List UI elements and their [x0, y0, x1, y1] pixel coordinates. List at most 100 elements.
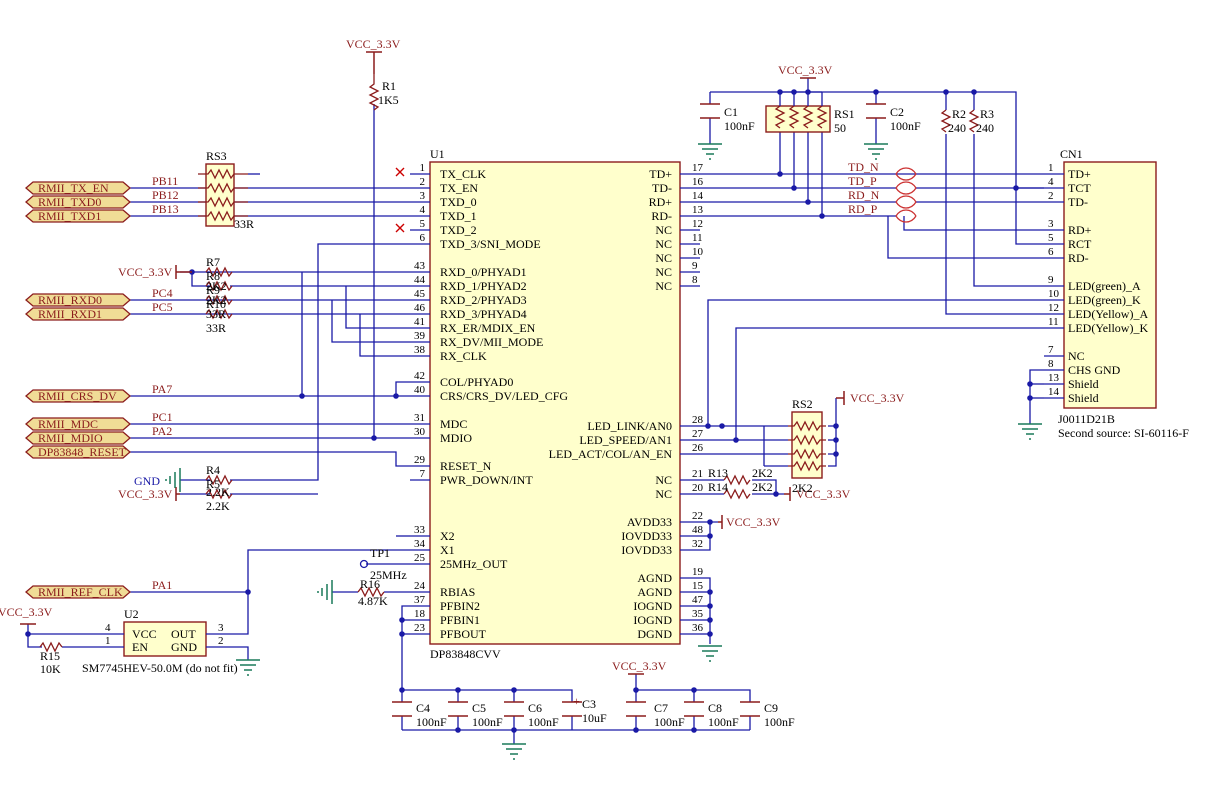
u1-pin-name: COL/PHYAD0 — [440, 375, 513, 389]
tp1-test-point: TP1 25MHz — [359, 546, 407, 582]
u1-pin-name: PFBOUT — [440, 627, 487, 641]
net-labels: PB11 PB12 PB13 PC4 PC5 PA7 PC1 PA2 PA1 T… — [152, 160, 880, 592]
u1-pin-number: 39 — [414, 330, 426, 342]
u2-pin-num: 4 — [105, 622, 111, 634]
u1-pin-number: 21 — [692, 468, 703, 480]
cn1-pin-number: 6 — [1048, 246, 1054, 258]
cn1-body — [1063, 161, 1157, 409]
c7-ref: C7 — [654, 701, 668, 715]
net-label: PB13 — [152, 202, 179, 216]
net-ports: RMII_TX_ENRMII_TXD0RMII_TXD1RMII_RXD0RMI… — [25, 181, 131, 599]
c7-value: 100nF — [654, 715, 685, 729]
u1-pin-name: LED_LINK/AN0 — [587, 419, 672, 433]
cn1-pin-name: RD- — [1068, 251, 1089, 265]
r14-ref: R14 — [708, 480, 728, 494]
rs2-ref: RS2 — [792, 397, 813, 411]
u1-pin-number: 19 — [692, 566, 704, 578]
vcc-label: VCC_3.3V — [612, 659, 667, 673]
cn1-pin-name: LED(green)_A — [1068, 279, 1141, 293]
net-label: PA2 — [152, 424, 172, 438]
r15-value: 10K — [40, 662, 61, 676]
net-label: PB11 — [152, 174, 178, 188]
cn1-pin-name: LED(Yellow)_A — [1068, 307, 1148, 321]
u2-part: SM7745HEV-50.0M (do not fit) — [82, 661, 238, 675]
port-label: RMII_RXD0 — [38, 293, 102, 307]
c9-value: 100nF — [764, 715, 795, 729]
u1-right-pins: 17TD+16TD-14RD+13RD-12NC11NC10NC9NC8NC28… — [549, 162, 704, 641]
u1-pin-number: 17 — [692, 162, 704, 174]
r15-ref: R15 — [40, 649, 60, 663]
c1-ref: C1 — [724, 105, 738, 119]
u2-oscillator: U2 SM7745HEV-50.0M (do not fit) 4 VCC 1 … — [82, 607, 238, 675]
port-label: RMII_MDC — [38, 417, 98, 431]
port-label: RMII_TXD0 — [38, 195, 101, 209]
u1-pin-name: RXD_0/PHYAD1 — [440, 265, 527, 279]
u1-pin-number: 18 — [414, 608, 426, 620]
cn1-ref: CN1 — [1060, 147, 1083, 161]
u2-pin-num: 3 — [218, 622, 224, 634]
u1-pin-number: 8 — [692, 274, 698, 286]
r10-value: 33R — [206, 321, 226, 335]
u1-pin-number: 12 — [692, 218, 703, 230]
u1-pin-name: RESET_N — [440, 459, 492, 473]
port-rmii-rxd1: RMII_RXD1 — [25, 307, 131, 321]
port-label: RMII_REF_CLK — [38, 585, 123, 599]
u1-pin-name: LED_ACT/COL/AN_EN — [549, 447, 673, 461]
u1-pin-number: 27 — [692, 428, 704, 440]
vcc-label: VCC_3.3V — [726, 515, 781, 529]
u1-pin-number: 3 — [420, 190, 426, 202]
u1-pin-number: 31 — [414, 412, 425, 424]
cn1-pin-number: 8 — [1048, 358, 1054, 370]
part-labels: R1 1K5 R2 240 R3 240 R4 2.2K R5 2.2K R7 … — [40, 79, 994, 729]
wires — [27, 78, 1044, 744]
net-label: PC1 — [152, 410, 173, 424]
port-rmii-txd0: RMII_TXD0 — [25, 195, 131, 209]
u2-body — [123, 621, 207, 657]
u1-pin-name: 25MHz_OUT — [440, 557, 508, 571]
u1-pin-name: X1 — [440, 543, 455, 557]
u1-pin-name: TXD_2 — [440, 223, 477, 237]
net-label: PC5 — [152, 300, 173, 314]
u1-ref: U1 — [430, 147, 445, 161]
r13-ref: R13 — [708, 466, 728, 480]
vcc-label: VCC_3.3V — [118, 265, 173, 279]
u1-pin-number: 41 — [414, 316, 425, 328]
gnd-label: GND — [134, 474, 160, 488]
u2-pin-num: 2 — [218, 635, 224, 647]
port-label: RMII_MDIO — [38, 431, 103, 445]
vcc-label: VCC_3.3V — [796, 487, 851, 501]
u1-pin-number: 5 — [420, 218, 426, 230]
cn1-pin-name: NC — [1068, 349, 1085, 363]
cn1-pin-number: 4 — [1048, 176, 1054, 188]
u1-pin-name: X2 — [440, 529, 455, 543]
u1-pin-number: 47 — [692, 594, 704, 606]
u1-pin-number: 34 — [414, 538, 426, 550]
r5-value: 2.2K — [206, 499, 230, 513]
u2-pin-name: VCC — [132, 627, 157, 641]
u1-pin-number: 30 — [414, 426, 426, 438]
vcc-label: VCC_3.3V — [346, 37, 401, 51]
capacitors: + — [392, 103, 886, 717]
u1-pin-number: 38 — [414, 344, 426, 356]
c5-value: 100nF — [472, 715, 503, 729]
c8-value: 100nF — [708, 715, 739, 729]
u1-pin-name: NC — [655, 473, 672, 487]
u1-pin-name: RXD_1/PHYAD2 — [440, 279, 527, 293]
u1-pin-name: PFBIN1 — [440, 613, 480, 627]
rs1-value: 50 — [834, 121, 846, 135]
r9-value: 33R — [206, 307, 226, 321]
u1-pin-name: TXD_0 — [440, 195, 477, 209]
u1-pin-number: 13 — [692, 204, 704, 216]
port-rmii-txd1: RMII_TXD1 — [25, 209, 131, 223]
u2-ref: U2 — [124, 607, 139, 621]
c9-ref: C9 — [764, 701, 778, 715]
u1-pin-number: 11 — [692, 232, 703, 244]
u1-pin-name: RX_DV/MII_MODE — [440, 335, 543, 349]
u1-pin-number: 45 — [414, 288, 426, 300]
u1-pin-name: RXD_2/PHYAD3 — [440, 293, 527, 307]
u1-pin-number: 33 — [414, 524, 426, 536]
